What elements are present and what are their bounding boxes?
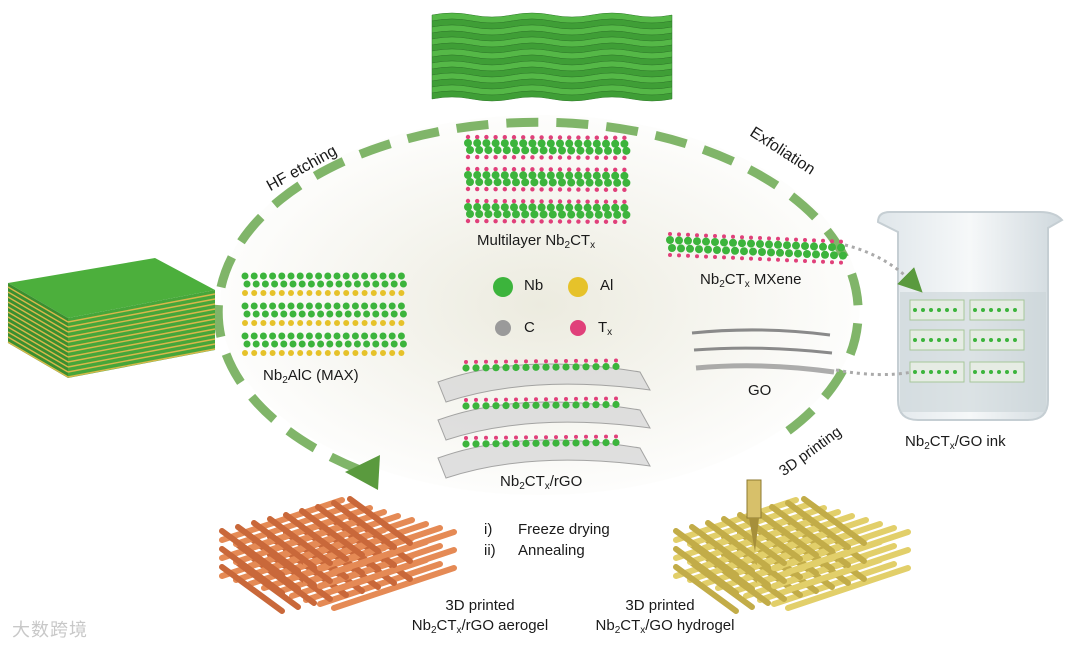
al-atom-icon xyxy=(568,277,588,297)
watermark: 大数跨境 xyxy=(12,620,88,641)
hydrogel-caption-line1: 3D printed xyxy=(625,597,695,614)
legend-nb: Nb xyxy=(524,277,544,294)
step2-text: Annealing xyxy=(518,542,585,559)
aerogel-caption-line1: 3D printed xyxy=(445,597,515,614)
mxene-label: Nb2CTx MXene xyxy=(700,271,802,290)
rgo-label: Nb2CTx/rGO xyxy=(500,473,583,492)
beaker xyxy=(876,211,1064,421)
tx-atom-icon xyxy=(570,320,586,336)
mxene-to-ink-arrow xyxy=(844,243,923,293)
cycle-arrow xyxy=(213,117,863,475)
max-block xyxy=(7,258,216,378)
step2-number: ii) xyxy=(484,542,496,559)
multilayer-structure xyxy=(464,134,631,225)
process-ellipse xyxy=(220,115,860,495)
go-label: GO xyxy=(748,382,772,399)
go-to-ink-arrow xyxy=(835,368,913,377)
aerogel-lattice xyxy=(219,496,457,614)
max-label: Nb2AlC (MAX) xyxy=(263,367,359,386)
aerogel-caption-line2: Nb2CTx/rGO aerogel xyxy=(411,617,549,636)
step1-number: i) xyxy=(484,521,493,538)
ink-label: Nb2CTx/GO ink xyxy=(905,433,1006,452)
nb-atom-icon xyxy=(493,277,513,297)
cycle-arrow-head xyxy=(345,455,380,490)
legend-c: C xyxy=(524,319,535,336)
step1-text: Freeze drying xyxy=(518,521,610,538)
rgo-composite xyxy=(437,358,651,479)
multilayer-label: Multilayer Nb2CTx xyxy=(477,232,596,251)
exfoliated-stack-top xyxy=(431,12,673,102)
printing-nozzle xyxy=(746,479,762,552)
legend-al: Al xyxy=(600,277,614,294)
c-atom-icon xyxy=(495,320,511,336)
mxene-structure xyxy=(666,232,847,265)
max-structure xyxy=(241,272,407,356)
hydrogel-lattice xyxy=(673,496,911,614)
hydrogel-caption-line2: Nb2CTx/GO hydrogel xyxy=(595,617,735,636)
legend-tx: Tx xyxy=(598,319,613,338)
go-sheets xyxy=(691,328,835,375)
